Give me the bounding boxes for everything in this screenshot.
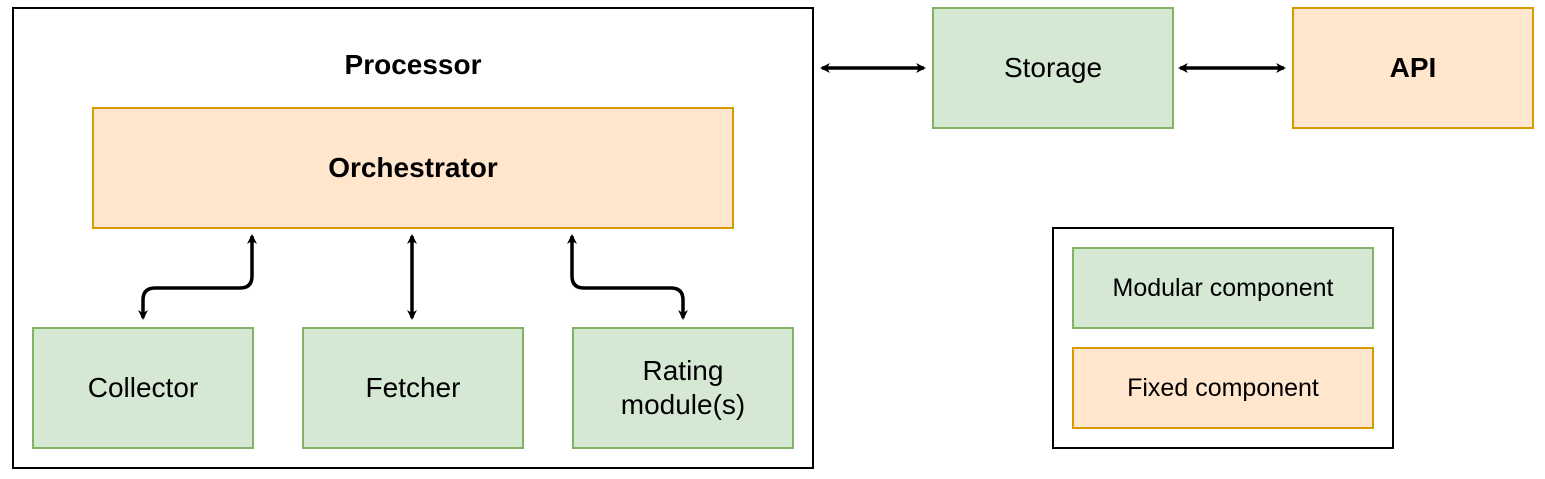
storage-node: Storage xyxy=(932,7,1174,129)
legend-fixed-label: Fixed component xyxy=(1127,374,1319,402)
rating-module-label: Rating module(s) xyxy=(620,355,746,420)
api-label: API xyxy=(1389,52,1437,83)
api-node: API xyxy=(1292,7,1534,129)
rating-module-node: Rating module(s) xyxy=(572,327,794,449)
collector-node: Collector xyxy=(32,327,254,449)
orchestrator-node: Orchestrator xyxy=(92,107,734,229)
storage-label: Storage xyxy=(1003,52,1103,83)
legend-modular-label: Modular component xyxy=(1112,274,1334,302)
fetcher-label: Fetcher xyxy=(365,372,461,403)
collector-label: Collector xyxy=(87,372,199,403)
fetcher-node: Fetcher xyxy=(302,327,524,449)
orchestrator-label: Orchestrator xyxy=(328,152,498,183)
legend-modular-swatch: Modular component xyxy=(1072,247,1374,329)
legend-fixed-swatch: Fixed component xyxy=(1072,347,1374,429)
processor-title: Processor xyxy=(344,49,482,80)
arrow-orchestrator-collector xyxy=(138,234,257,320)
arrow-orchestrator-rating xyxy=(567,234,688,320)
